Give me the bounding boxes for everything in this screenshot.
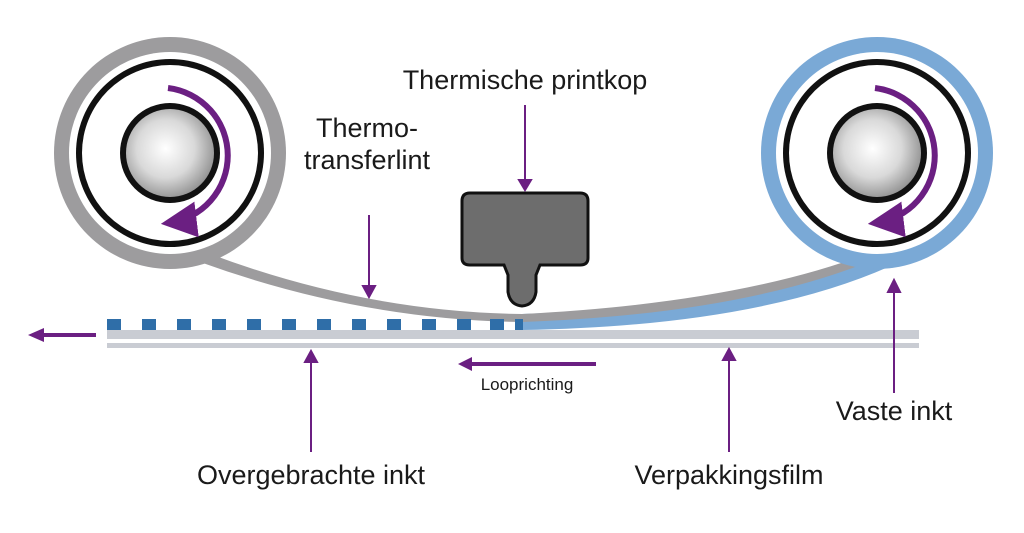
transferred-ink-dashes (107, 319, 523, 330)
printhead-icon (460, 191, 590, 308)
rotation-arrow-icon-left (160, 85, 231, 238)
direction-arrow-icon (458, 357, 596, 371)
takeup-roll-icon (761, 37, 993, 269)
ribbon-used (200, 252, 522, 322)
direction-label: Looprichting (481, 375, 574, 394)
pointer-lines (303, 105, 902, 452)
packaging-film-label: Verpakkingsfilm (634, 460, 823, 490)
exit-arrow-icon (28, 328, 96, 342)
printhead-label: Thermische printkop (403, 65, 648, 95)
ribbon-back-layer (522, 252, 878, 322)
packaging-film (107, 330, 919, 348)
solid-ink-label: Vaste inkt (836, 396, 953, 426)
ribbon-label-line2: transferlint (304, 145, 431, 175)
transferred-ink-label: Overgebrachte inkt (197, 460, 426, 490)
supply-roll-icon (54, 37, 286, 269)
ribbon-label-line1: Thermo- (316, 113, 418, 143)
rotation-arrow-icon-right (867, 85, 938, 238)
